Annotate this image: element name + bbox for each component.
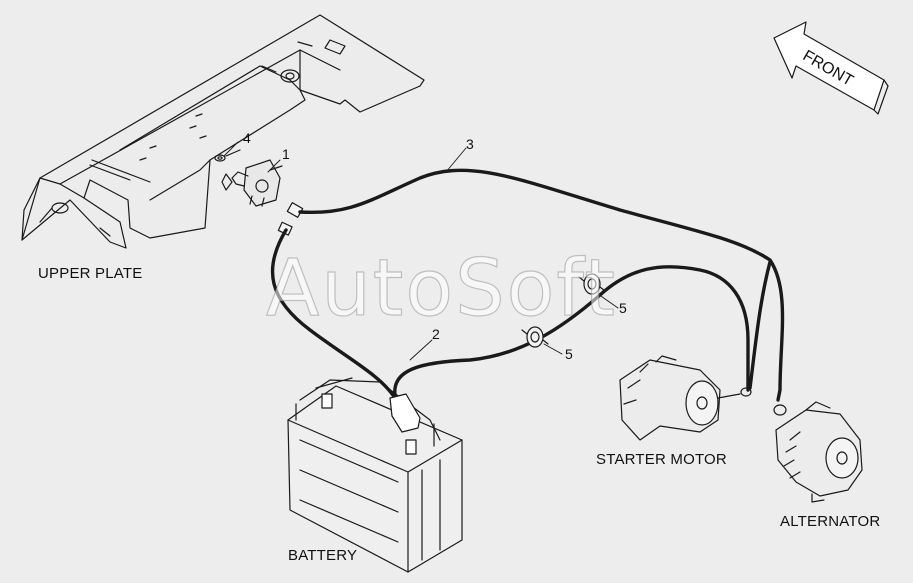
callout-5: 5 [565, 346, 573, 362]
clamp [578, 273, 606, 295]
starter-motor-label: STARTER MOTOR [596, 451, 727, 468]
alternator-label: ALTERNATOR [780, 513, 881, 530]
callout-3: 3 [466, 136, 474, 152]
callout-5: 5 [619, 300, 627, 316]
connector-terminal [286, 202, 304, 218]
alternator-drawing [773, 401, 863, 503]
callout-2: 2 [432, 326, 440, 342]
harness-branch-starter [748, 260, 772, 390]
clamp [521, 326, 549, 348]
upper-plate-bracket [21, 14, 425, 249]
leader-lines [223, 141, 619, 361]
callout-4: 4 [243, 130, 251, 146]
callout-1: 1 [282, 146, 290, 162]
upper-plate-label: UPPER PLATE [38, 265, 143, 282]
front-arrow [773, 21, 889, 115]
key-switch [214, 149, 283, 207]
watermark: AutoSoft [265, 243, 618, 334]
harness-3 [298, 168, 785, 402]
harness-2 [270, 228, 397, 400]
battery-label: BATTERY [288, 547, 358, 564]
starter-motor-drawing [619, 355, 752, 441]
battery-drawing [287, 377, 463, 573]
